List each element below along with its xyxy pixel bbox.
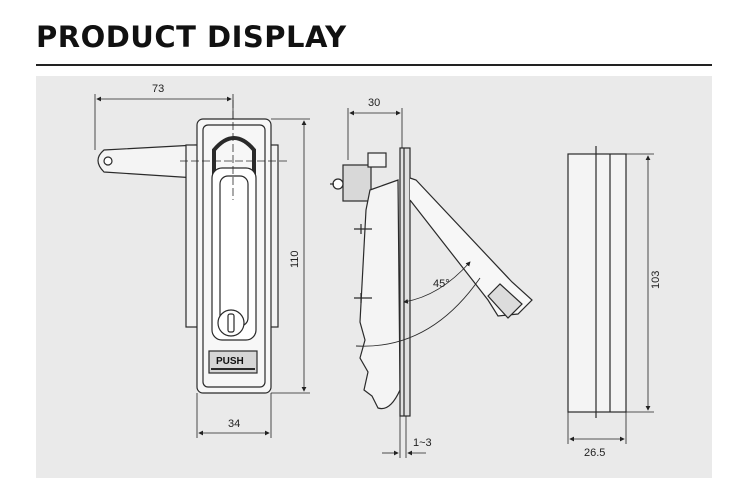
dim-110: 110 [289, 250, 301, 268]
dim-73: 73 [152, 83, 164, 95]
rear-view [567, 146, 627, 418]
key-slot [227, 313, 235, 333]
lock-cylinder [217, 309, 245, 337]
side-front-plate [399, 147, 411, 417]
side-open-handle [409, 177, 533, 317]
side-view [330, 147, 533, 417]
push-label: PUSH [216, 356, 244, 367]
dim-1-3: 1~3 [413, 437, 432, 449]
dim-26-5: 26.5 [584, 447, 605, 459]
handle-body [211, 167, 257, 341]
title-divider [36, 64, 712, 66]
dim-103: 103 [650, 271, 662, 289]
rear-dimension-lines [567, 153, 654, 444]
lever-hole [103, 156, 113, 166]
side-lock-cylinder [342, 164, 372, 202]
side-housing [359, 179, 401, 410]
dim-angle-45: 45° [433, 278, 450, 290]
side-dimension-lines [347, 108, 426, 458]
page-title: PRODUCT DISPLAY [36, 20, 347, 54]
front-view [97, 100, 290, 394]
dim-30: 30 [368, 97, 380, 109]
dim-34: 34 [228, 418, 240, 430]
escutcheon-inner [202, 124, 266, 388]
handle-arch [212, 136, 256, 175]
front-dimension-lines [94, 94, 310, 438]
handle-lever [97, 144, 197, 179]
push-plate [208, 350, 258, 374]
rear-body [567, 153, 627, 413]
